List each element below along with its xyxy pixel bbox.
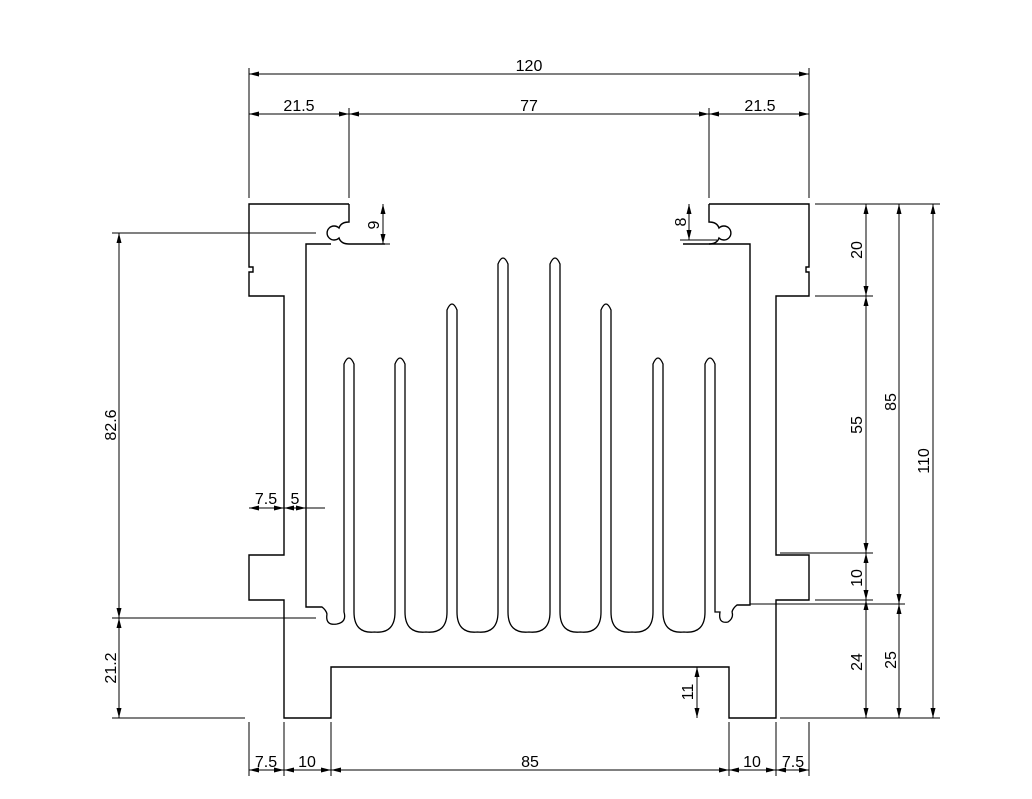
arrowhead — [896, 708, 902, 718]
fin-profile — [326, 257, 734, 633]
arrowhead — [799, 767, 809, 773]
arrowhead — [284, 505, 294, 511]
arrowhead — [284, 767, 294, 773]
arrowhead — [766, 767, 776, 773]
dim-overall-width: 120 — [516, 58, 543, 75]
dim-left-offset: 21.5 — [283, 98, 314, 115]
inner-right-wall — [709, 243, 751, 613]
arrowhead — [331, 767, 341, 773]
arrowhead — [863, 286, 869, 296]
dim-mid-span: 55 — [849, 416, 866, 434]
arrowhead — [729, 767, 739, 773]
arrowhead — [339, 111, 349, 117]
arrowhead — [686, 230, 692, 240]
inner-left-wall — [305, 243, 331, 615]
arrowhead — [709, 111, 719, 117]
heatsink-profile — [248, 203, 810, 719]
right-hook-outline — [683, 204, 732, 245]
arrowhead — [321, 767, 331, 773]
dim-base-to-fin: 24 — [849, 653, 866, 671]
left-wall-outline — [248, 203, 810, 719]
arrowhead — [863, 590, 869, 600]
dimension-lines — [112, 68, 940, 776]
arrowhead — [686, 204, 692, 214]
dim-left-hook: 9 — [366, 220, 383, 229]
dim-left-lower: 21.2 — [103, 652, 120, 683]
arrowhead — [863, 553, 869, 563]
arrowhead — [249, 71, 259, 77]
left-hook-outline — [326, 204, 385, 245]
arrowhead — [799, 71, 809, 77]
arrowhead — [930, 204, 936, 214]
arrowhead — [274, 505, 284, 511]
dim-bottom-left-wall: 7.5 — [255, 754, 277, 771]
arrowhead — [863, 600, 869, 610]
dim-fin-root-height: 85 — [883, 393, 900, 411]
dim-top-step: 20 — [849, 241, 866, 259]
dim-lower-step: 10 — [849, 569, 866, 587]
dim-wall-outer: 7.5 — [255, 491, 277, 508]
dim-overall-height: 110 — [916, 448, 933, 474]
arrowhead — [116, 618, 122, 628]
dim-right-hook: 8 — [673, 217, 690, 226]
dim-base-to-root: 25 — [883, 651, 900, 669]
arrowhead — [699, 111, 709, 117]
fins — [326, 257, 734, 633]
arrowhead — [116, 608, 122, 618]
arrowhead — [694, 708, 700, 718]
arrowhead — [380, 234, 386, 244]
dim-bottom-center: 85 — [521, 754, 539, 771]
arrowhead — [274, 767, 284, 773]
arrowhead — [694, 667, 700, 677]
arrowhead — [776, 767, 786, 773]
arrowhead — [719, 767, 729, 773]
dim-bottom-right-step: 10 — [743, 754, 761, 771]
arrowhead — [799, 111, 809, 117]
arrowheads — [116, 71, 936, 773]
dimension-labels: 120 21.5 77 21.5 9 8 20 55 10 24 85 25 1… — [103, 58, 933, 771]
arrowhead — [863, 708, 869, 718]
arrowhead — [380, 204, 386, 214]
arrowhead — [349, 111, 359, 117]
arrowhead — [116, 233, 122, 243]
arrowhead — [249, 767, 259, 773]
dim-base-notch: 11 — [680, 684, 697, 701]
dim-right-offset: 21.5 — [744, 98, 775, 115]
dim-left-upper: 82.6 — [103, 409, 120, 440]
arrowhead — [296, 505, 306, 511]
arrowhead — [896, 204, 902, 214]
dim-bottom-right-wall: 7.5 — [782, 754, 804, 771]
arrowhead — [863, 204, 869, 214]
arrowhead — [863, 543, 869, 553]
dim-slot-span: 77 — [520, 98, 538, 115]
arrowhead — [249, 111, 259, 117]
arrowhead — [116, 708, 122, 718]
arrowhead — [863, 296, 869, 306]
arrowhead — [896, 594, 902, 604]
dim-wall-inner: 5 — [291, 491, 300, 508]
dim-bottom-left-step: 10 — [298, 754, 316, 771]
arrowhead — [896, 604, 902, 614]
arrowhead — [930, 708, 936, 718]
arrowhead — [249, 505, 259, 511]
